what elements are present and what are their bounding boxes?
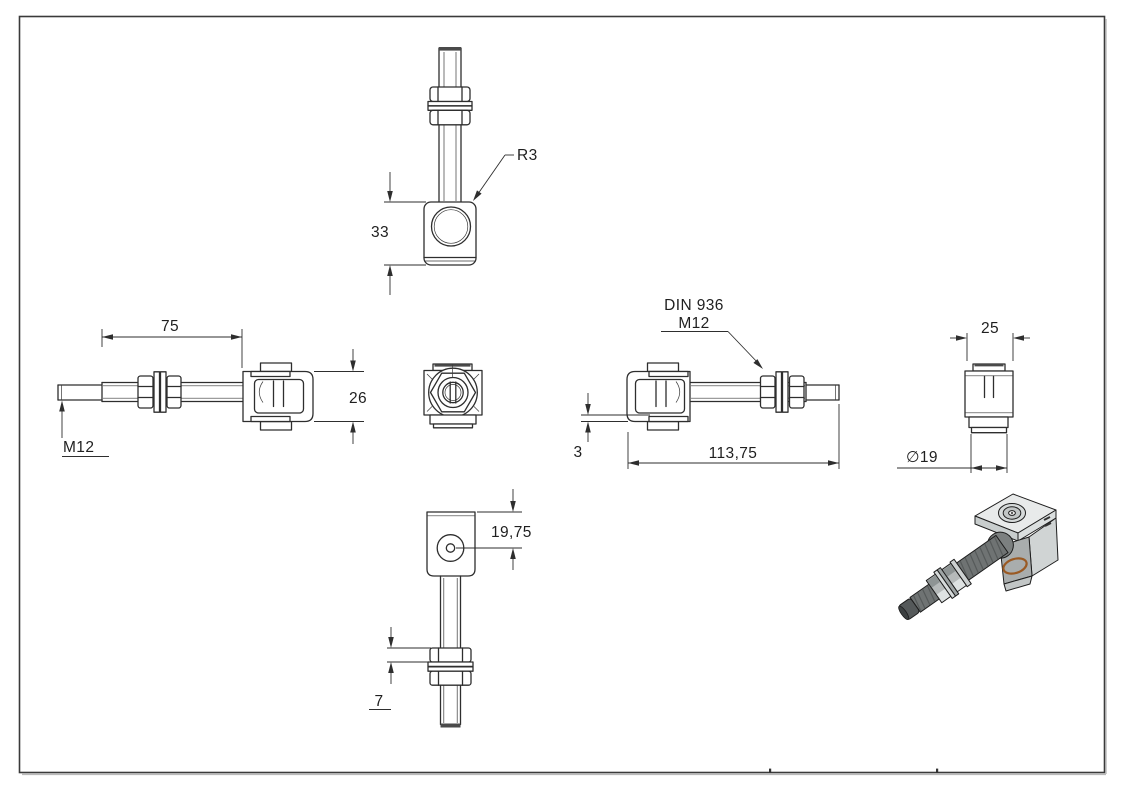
dim-25-label: 25 <box>981 320 999 337</box>
jam-nuts <box>759 371 805 413</box>
dim-3: 3 <box>573 393 650 461</box>
jam-nuts <box>137 371 182 413</box>
jam-nuts <box>427 647 474 686</box>
side-view: 25 ∅19 <box>897 320 1030 473</box>
front-view-right: DIN 936 M12 3 113,75 <box>573 297 840 469</box>
hinge-bracket <box>242 362 314 431</box>
top-view: 33 R3 <box>371 47 538 295</box>
bushing-ring <box>1002 557 1028 575</box>
dim-75-label: 75 <box>161 318 179 335</box>
dim-19-75: 19,75 <box>456 489 532 570</box>
dim-33: 33 <box>371 172 426 295</box>
fillet-callout: R3 <box>473 147 538 201</box>
border-tick <box>936 768 939 773</box>
dim-26: 26 <box>314 349 367 444</box>
end-view <box>423 363 483 429</box>
thread-callout: M12 <box>59 400 109 457</box>
dim-113-75: 113,75 <box>627 404 840 469</box>
thread-size-label: M12 <box>63 439 94 456</box>
dim-33-label: 33 <box>371 224 389 241</box>
dim-dia19-label: ∅19 <box>906 449 938 466</box>
nut-standard-label-line1: DIN 936 <box>664 297 724 314</box>
dim-26-label: 26 <box>349 390 367 407</box>
jam-nuts <box>427 86 473 126</box>
front-view-left: 75 26 M12 <box>57 318 367 457</box>
hinge-body <box>423 201 477 266</box>
dim-dia19: ∅19 <box>897 434 1008 473</box>
nut-standard-label-line2: M12 <box>678 315 709 332</box>
isometric-view <box>898 493 1059 620</box>
bottom-view: 19,75 7 <box>369 489 532 728</box>
dim-7-label: 7 <box>374 693 383 710</box>
nut-standard-callout: DIN 936 M12 <box>661 297 763 369</box>
hinge-bracket <box>626 362 691 431</box>
dim-19-75-label: 19,75 <box>491 524 532 541</box>
fillet-label: R3 <box>517 147 538 164</box>
dim-75: 75 <box>101 318 243 368</box>
iso-rod-assembly <box>898 531 1014 620</box>
dim-113-75-label: 113,75 <box>709 445 758 462</box>
dim-25: 25 <box>950 320 1030 361</box>
dim-7: 7 <box>369 627 431 710</box>
border-tick <box>769 768 772 773</box>
hinge-body <box>426 511 476 577</box>
sheet-border <box>18 15 1107 776</box>
dim-3-label: 3 <box>573 444 582 461</box>
